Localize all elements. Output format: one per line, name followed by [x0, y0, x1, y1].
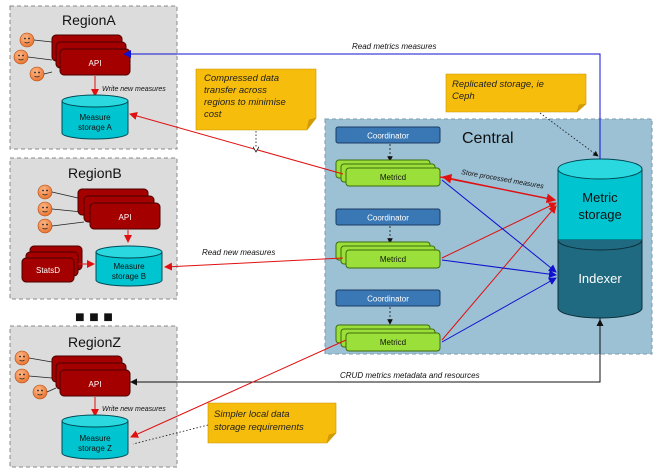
- region-z-storage: Measure storage Z: [61, 414, 129, 460]
- region-a-api: [59, 48, 131, 76]
- region-z-write-label: Write new measures: [102, 406, 166, 413]
- note-compressed-line2: transfer across: [204, 85, 267, 96]
- metricd-2-label: Metricd: [380, 255, 406, 264]
- more-regions-ellipsis: ■ ■ ■: [75, 309, 113, 326]
- region-b-users: [37, 184, 53, 234]
- crud-label: CRUD metrics metadata and resources: [340, 371, 480, 380]
- note-compressed-line3: regions to minimise: [204, 97, 286, 108]
- coordinator-1-label: Coordinator: [367, 132, 409, 141]
- metric-storage-line1: Metric: [582, 190, 618, 205]
- user-icon: [32, 384, 48, 400]
- note-compressed-line1: Compressed data: [204, 73, 279, 84]
- coordinator-1: Coordinator: [335, 126, 441, 144]
- region-z-api-label: API: [89, 380, 102, 389]
- read-metrics-arrow: [123, 50, 601, 159]
- metricd-to-region-a-arrow: [129, 112, 344, 175]
- region-a-write-label: Write new measures: [102, 86, 166, 93]
- coordinator-3: Coordinator: [335, 289, 441, 307]
- metricd-to-indexer-arrow-1: [441, 179, 557, 273]
- metricd-stack-1: Metricd: [335, 159, 441, 187]
- indexer-label: Indexer: [578, 271, 622, 286]
- central-title: Central: [462, 130, 514, 147]
- region-z-storage-line1: Measure: [79, 434, 111, 443]
- metricd-to-indexer-arrow-2: [441, 259, 557, 279]
- region-a-title: RegionA: [62, 12, 116, 28]
- region-z-storage-line2: storage Z: [78, 444, 112, 453]
- region-z-api-stack: API: [51, 355, 131, 397]
- note-simpler-line2: storage requirements: [214, 422, 304, 433]
- metric-storage-line2: storage: [578, 207, 621, 222]
- note-compressed: Compressed data transfer across regions …: [195, 68, 317, 131]
- user-icon: [37, 218, 53, 234]
- region-b-storage-line1: Measure: [113, 262, 145, 271]
- region-a-storage-line1: Measure: [79, 113, 111, 122]
- metric-storage-cylinder: Metric storage Indexer: [557, 158, 643, 319]
- region-b-storage-line2: storage B: [112, 272, 146, 281]
- user-icon: [14, 368, 30, 384]
- region-b-title: RegionB: [68, 165, 122, 181]
- store-processed-arrow-3: [441, 205, 557, 341]
- indexer-cylinder: [557, 240, 643, 319]
- user-icon: [37, 184, 53, 200]
- note-replicated-line1: Replicated storage, ie: [452, 79, 544, 90]
- user-icon: [14, 350, 30, 366]
- coordinator-2: Coordinator: [335, 208, 441, 226]
- region-z-users: [14, 350, 48, 400]
- metricd-to-region-z-arrow: [130, 339, 347, 438]
- note-replicated-line2: Ceph: [452, 91, 475, 102]
- region-b-statsd-label: StatsD: [36, 266, 60, 275]
- region-b-statsd: [21, 257, 75, 283]
- note-simpler: Simpler local data storage requirements: [207, 402, 337, 444]
- region-a-storage: Measure storage A: [61, 94, 129, 140]
- region-b-api: [89, 202, 161, 230]
- region-a-api-stack: API: [51, 34, 131, 76]
- region-b-api-label: API: [119, 213, 132, 222]
- region-b-statsd-stack: StatsD: [21, 245, 83, 283]
- note-compressed-line4: cost: [204, 109, 222, 120]
- metricd-to-region-b-arrow: [164, 257, 344, 271]
- region-b-storage: Measure storage B: [95, 245, 163, 287]
- metricd-to-indexer-arrow-3: [441, 277, 557, 343]
- metricd-stack-2: Metricd: [335, 241, 441, 269]
- metricd-stack-3: Metricd: [335, 324, 441, 352]
- coordinator-3-label: Coordinator: [367, 295, 409, 304]
- region-a-api-label: API: [89, 59, 102, 68]
- note-replicated: Replicated storage, ie Ceph: [445, 73, 587, 113]
- user-icon: [19, 32, 35, 48]
- coordinator-2-label: Coordinator: [367, 214, 409, 223]
- user-icon: [13, 49, 29, 65]
- read-metrics-label: Read metrics measures: [352, 42, 436, 51]
- region-z-title: RegionZ: [68, 334, 121, 350]
- metricd-3-label: Metricd: [380, 338, 406, 347]
- region-b-api-stack: API: [77, 188, 161, 230]
- metricd-3: [345, 332, 441, 352]
- note-simpler-line1: Simpler local data: [214, 409, 290, 420]
- user-icon: [29, 66, 45, 82]
- user-icon: [37, 201, 53, 217]
- metricd-2: [345, 249, 441, 269]
- region-a-storage-line2: storage A: [78, 123, 112, 132]
- store-processed-arrow-2: [441, 202, 557, 259]
- metricd-1-label: Metricd: [380, 173, 406, 182]
- read-new-label: Read new measures: [202, 248, 275, 257]
